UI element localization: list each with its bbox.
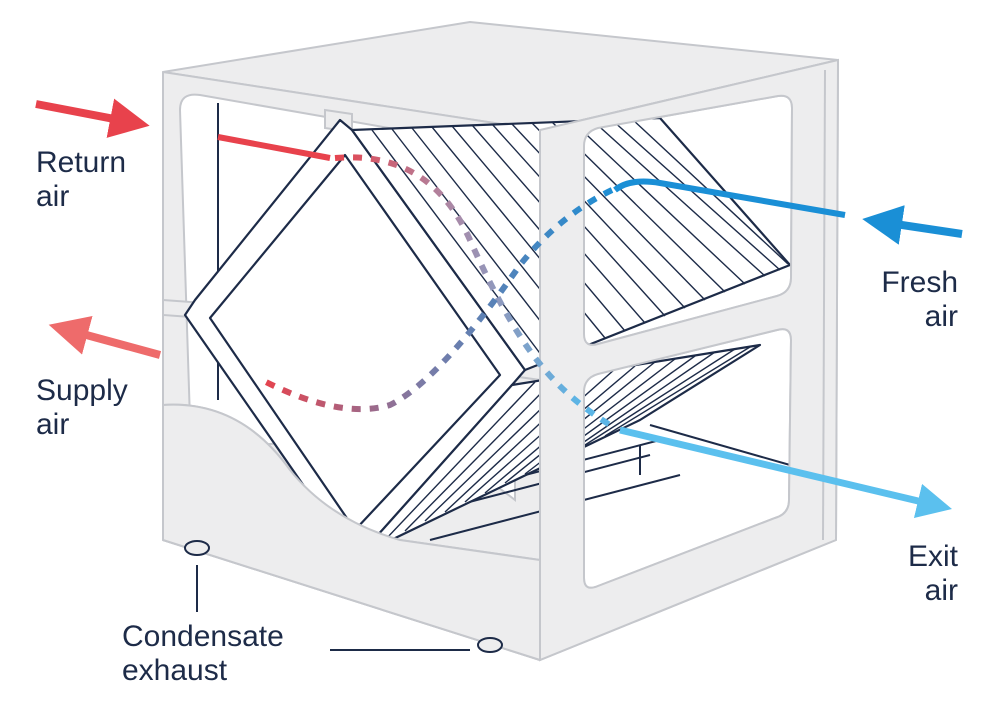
unit-feet xyxy=(184,540,503,653)
label-exit-air-line1: Exit xyxy=(907,540,958,573)
label-fresh-air-line2: air xyxy=(924,300,958,333)
label-return-air-line1: Return xyxy=(36,146,127,179)
label-fresh-air: Fresh air xyxy=(858,266,958,334)
right-face-frame-overlay xyxy=(162,58,840,662)
fresh-air-dotted-path xyxy=(260,187,614,413)
return-air-path xyxy=(217,134,331,161)
foot-left xyxy=(184,540,210,556)
label-supply-air: Supply air xyxy=(36,374,128,442)
label-fresh-air-line1: Fresh xyxy=(881,266,958,299)
label-supply-air-line1: Supply xyxy=(36,374,128,407)
fresh-air-arrow xyxy=(862,205,963,245)
label-return-air: Return air xyxy=(36,146,126,214)
condensate-leaders xyxy=(196,565,470,651)
label-supply-air-line2: air xyxy=(36,408,70,441)
exit-air-arrow xyxy=(619,426,953,518)
return-air-dotted-path xyxy=(334,154,612,428)
label-exit-air: Exit air xyxy=(858,540,958,608)
label-exit-air-line2: air xyxy=(924,574,958,607)
plate-hatching-upper xyxy=(371,118,789,361)
label-return-air-line2: air xyxy=(36,180,70,213)
supply-air-arrow xyxy=(48,315,162,359)
fresh-air-path xyxy=(613,178,846,218)
label-condensate-line1: Condensate xyxy=(122,620,284,653)
air-flows xyxy=(35,98,963,518)
foot-right xyxy=(477,637,503,653)
label-condensate-line2: exhaust xyxy=(122,654,228,687)
label-condensate-exhaust: Condensate exhaust xyxy=(122,620,284,688)
return-air-arrow xyxy=(35,98,150,138)
